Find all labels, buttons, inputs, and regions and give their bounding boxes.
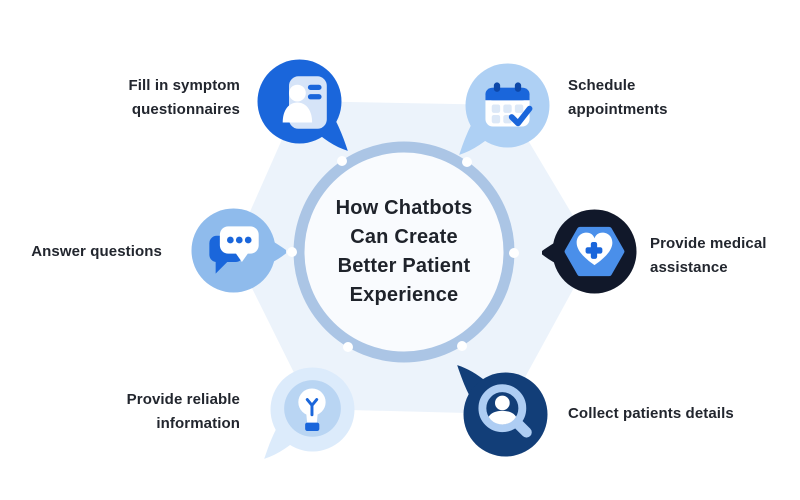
medical-heart-icon [542, 209, 637, 294]
label-answer-questions: Answer questions [31, 243, 162, 260]
title-line-2: Can Create [350, 226, 458, 248]
label-provide-medical-assistance: Provide medical assistance [650, 235, 767, 276]
chat-bubbles-icon [191, 208, 286, 293]
symptom-questionnaire-icon [257, 59, 348, 151]
lightbulb-icon [264, 367, 355, 459]
title-line-1: How Chatbots [335, 197, 473, 219]
title-line-4: Experience [349, 284, 459, 306]
label-schedule-appointments: Schedule appointments [568, 77, 668, 118]
label-fill-symptom-questionnaires: Fill in symptom questionnaires [128, 77, 240, 118]
label-collect-patients-details: Collect patients details [568, 405, 734, 422]
person-search-icon [457, 365, 548, 457]
title-line-3: Better Patient [337, 255, 471, 277]
page-title: How Chatbots Can Create Better Patient E… [304, 192, 504, 312]
label-provide-reliable-information: Provide reliable information [126, 391, 240, 432]
calendar-check-icon [459, 63, 550, 155]
